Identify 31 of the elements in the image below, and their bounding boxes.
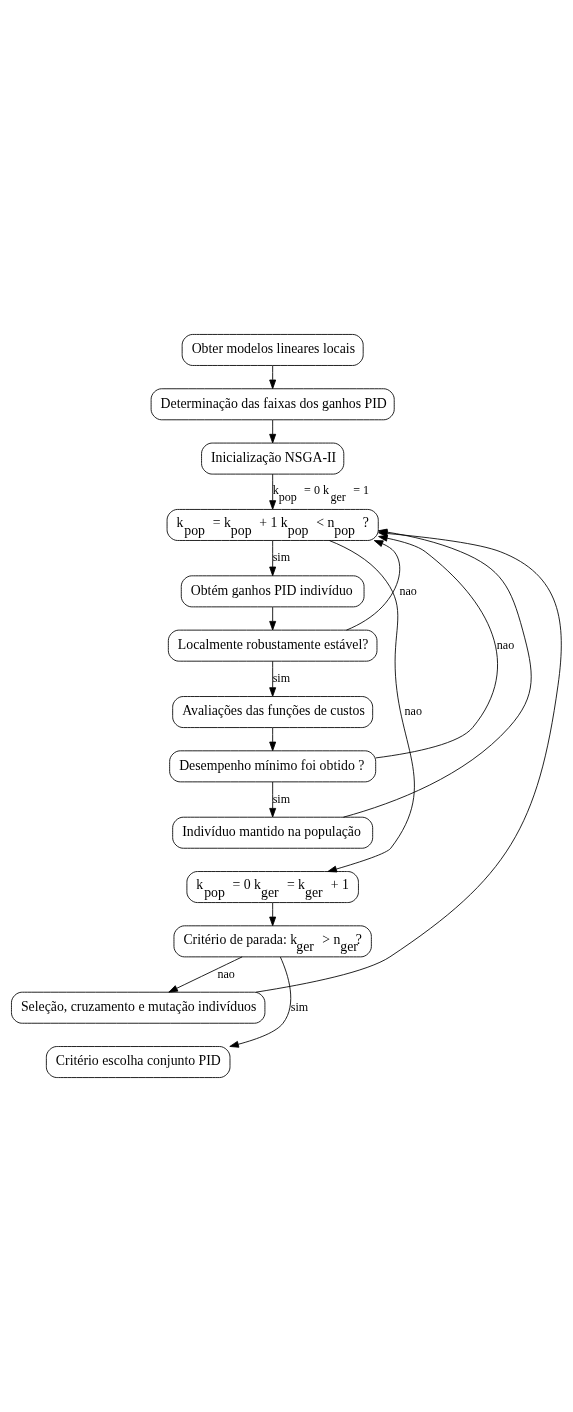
edge-label: sim	[290, 999, 309, 1014]
arrow	[375, 534, 498, 759]
arrow	[269, 540, 277, 577]
node-box: Critério escolha conjunto PID	[45, 1046, 231, 1078]
arrow	[269, 902, 277, 927]
edge-label: nao	[399, 583, 417, 598]
arrow	[269, 606, 277, 631]
node-box: Determinação das faixas dos ganhos PID	[150, 388, 395, 421]
arrow	[229, 956, 292, 1048]
edge-label: nao	[217, 966, 235, 981]
edge-label: nao	[404, 704, 422, 719]
arrow	[269, 365, 277, 390]
node-box: Desempenho mínimo foi obtido ?	[169, 750, 377, 783]
node-box: Avaliações das funções de custos	[172, 696, 374, 728]
node-box: Seleção, cruzamento e mutação indivíduos	[11, 991, 266, 1024]
arrow	[269, 727, 277, 752]
node-box: Inicialização NSGA-II	[201, 442, 345, 475]
edge-label: nao	[496, 637, 515, 652]
node-box: Obter modelos lineares locais	[181, 334, 364, 366]
arrow	[327, 540, 415, 873]
edge-label: sim	[272, 671, 291, 686]
arrow	[168, 956, 243, 993]
arrow	[269, 660, 277, 697]
node-box: Indivíduo mantido na população	[172, 816, 374, 849]
node-box: Localmente robustamente estável?	[167, 629, 378, 662]
edge-label: sim	[272, 550, 291, 565]
arrow	[269, 781, 277, 818]
edge-label: sim	[272, 791, 291, 806]
arrow	[269, 419, 277, 444]
arrow	[269, 473, 277, 510]
node-box: Obtém ganhos PID indivíduo	[180, 575, 365, 608]
